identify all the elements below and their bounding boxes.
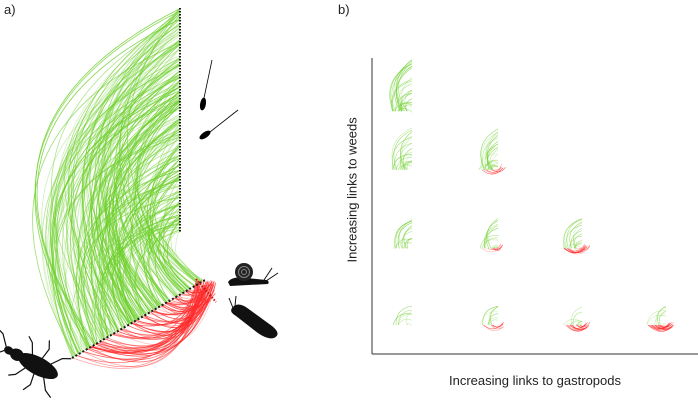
slug-icon <box>228 295 278 339</box>
small-network-1-1 <box>478 128 506 175</box>
snail-icon <box>228 263 279 286</box>
gastropod-nodes-axis <box>195 278 217 303</box>
panel-b-label: b) <box>338 2 350 17</box>
small-network-3-3 <box>646 306 675 332</box>
small-network-2-2 <box>562 218 591 255</box>
small-network-3-2 <box>562 307 591 332</box>
panel-a-label: a) <box>4 2 16 17</box>
small-network-1-0 <box>391 127 413 170</box>
small-networks-grid <box>389 59 675 332</box>
beetle-icon <box>0 328 72 398</box>
small-network-2-1 <box>479 218 504 253</box>
dandelion-seeds-icon <box>199 59 239 140</box>
gastropod-links-arcs <box>72 279 217 369</box>
y-axis-label: Increasing links to weeds <box>344 117 360 263</box>
weed-links-arcs <box>32 8 205 359</box>
small-network-0-0 <box>389 59 413 113</box>
small-network-3-0 <box>392 305 413 326</box>
x-axis-label: Increasing links to gastropods <box>449 373 621 388</box>
small-network-3-1 <box>479 306 505 332</box>
small-network-2-0 <box>393 219 413 249</box>
beetle-nodes-axis <box>71 279 206 359</box>
